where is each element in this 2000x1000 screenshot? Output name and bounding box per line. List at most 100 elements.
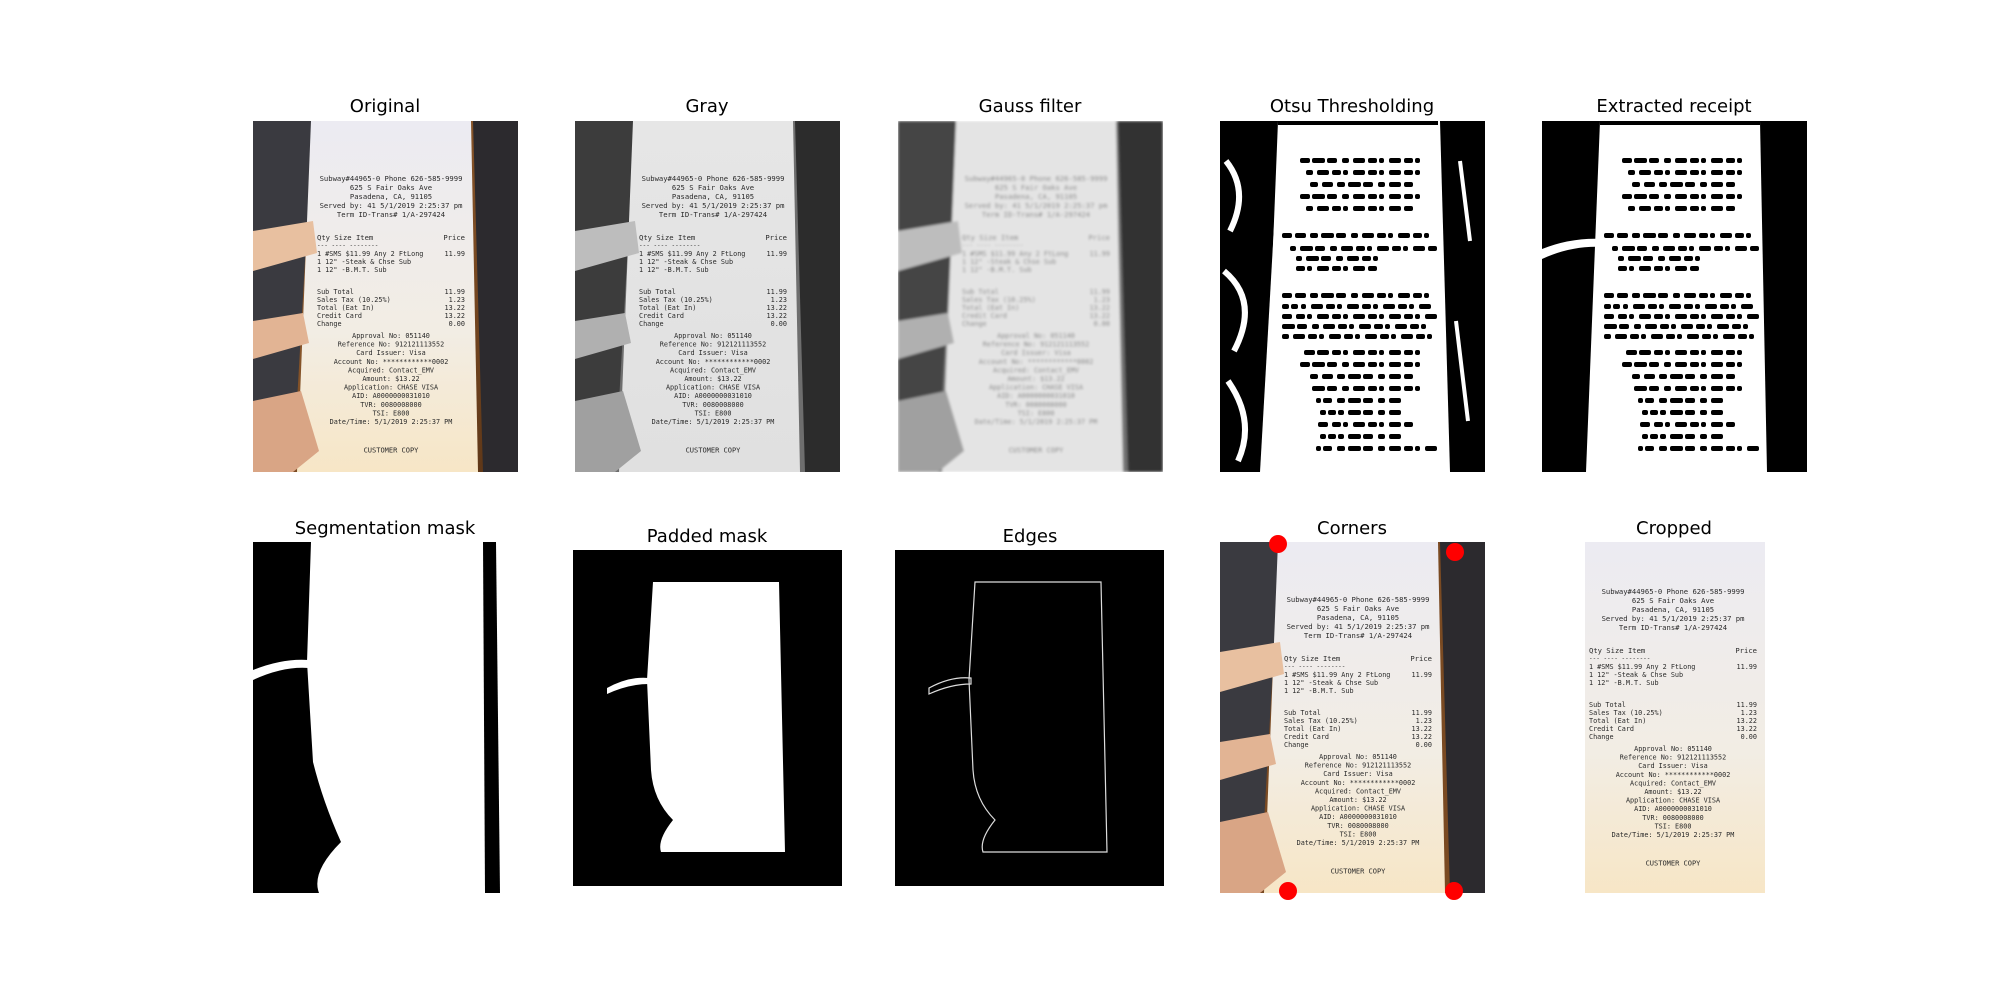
receipt-total-value: 11.99 — [445, 288, 465, 296]
text-blob — [1737, 158, 1742, 163]
receipt-total-label: Credit Card — [317, 312, 362, 320]
text-blob — [1675, 158, 1687, 163]
text-blob — [1711, 374, 1723, 379]
receipt-detail-line: Acquired: Contact_EMV — [993, 366, 1079, 374]
receipt-item: 1 #SMS $11.99 Any 2 FtLong — [317, 250, 423, 258]
text-blob — [1726, 422, 1735, 427]
text-blob — [1660, 434, 1666, 439]
text-blob — [1645, 398, 1654, 403]
text-blob — [1701, 386, 1706, 391]
receipt-total-value: 13.22 — [1737, 717, 1757, 725]
text-blob — [1317, 266, 1329, 271]
text-blob — [1701, 422, 1706, 427]
text-blob — [1389, 206, 1401, 211]
receipt-detail-line: AID: A0000000031010 — [352, 392, 430, 400]
text-blob — [1380, 334, 1389, 339]
receipt-header-line: 625 S Fair Oaks Ave — [672, 183, 754, 192]
text-blob — [1404, 206, 1413, 211]
text-blob — [1312, 158, 1325, 163]
receipt-detail-line: Application: CHASE VISA — [666, 384, 760, 392]
text-blob — [1415, 194, 1420, 199]
title-corners: Corners — [1317, 518, 1387, 539]
text-blob — [1629, 314, 1634, 319]
text-blob — [1368, 314, 1377, 319]
text-blob — [1663, 246, 1675, 251]
text-blob — [1639, 350, 1651, 355]
receipt-detail-line: Amount: $13.22 — [1644, 788, 1701, 796]
text-blob — [1347, 304, 1359, 309]
text-blob — [1633, 304, 1645, 309]
text-blob — [1312, 194, 1325, 199]
receipt-item: 1 #SMS $11.99 Any 2 FtLong — [962, 250, 1068, 258]
text-blob — [1395, 324, 1407, 329]
text-blob — [1726, 386, 1735, 391]
text-blob — [1685, 434, 1695, 439]
text-blob — [1684, 233, 1696, 238]
text-blob — [1388, 293, 1393, 298]
receipt-detail-line: Application: CHASE VISA — [1626, 797, 1720, 805]
text-blob — [1337, 304, 1342, 309]
text-blob — [1323, 446, 1332, 451]
text-blob — [1300, 246, 1313, 251]
text-blob — [1415, 386, 1420, 391]
text-blob — [1415, 446, 1420, 451]
text-blob — [1338, 434, 1344, 439]
text-blob — [1300, 362, 1310, 367]
text-blob — [1353, 350, 1365, 355]
text-blob — [1658, 256, 1665, 261]
text-blob — [1652, 246, 1659, 251]
text-blob — [1675, 362, 1687, 367]
receipt-detail-line: Account No: ************0002 — [1301, 779, 1416, 787]
title-extracted: Extracted receipt — [1596, 96, 1751, 117]
text-blob — [1377, 246, 1389, 251]
text-blob — [1634, 158, 1647, 163]
text-blob — [1323, 324, 1335, 329]
receipt-footer: CUSTOMER COPY — [1646, 860, 1702, 868]
receipt-detail-line: Reference No: 912121113552 — [1305, 762, 1411, 770]
text-blob — [1362, 304, 1371, 309]
receipt-header-line: Term ID-Trans# 1/A-297424 — [1619, 623, 1727, 632]
receipt-column-left: Qty Size Item — [639, 233, 695, 242]
receipt-detail-line: Acquired: Contact_EMV — [348, 366, 434, 374]
text-blob — [1659, 398, 1667, 403]
text-blob — [1327, 194, 1337, 199]
text-blob — [1664, 386, 1671, 391]
receipt-total-label: Credit Card — [1284, 733, 1329, 741]
text-blob — [1726, 206, 1735, 211]
text-blob — [1690, 350, 1699, 355]
receipt-total-value: 13.22 — [1412, 733, 1432, 741]
text-blob — [1379, 194, 1384, 199]
text-blob — [1658, 293, 1668, 298]
corner-marker — [1446, 543, 1464, 561]
receipt-total-value: 13.22 — [445, 304, 465, 312]
text-blob — [1306, 256, 1319, 261]
text-blob — [1639, 266, 1651, 271]
text-blob — [1665, 350, 1670, 355]
text-blob — [1356, 246, 1365, 251]
text-blob — [1685, 374, 1695, 379]
text-blob — [1604, 304, 1611, 309]
text-blob — [1326, 304, 1335, 309]
text-blob — [1296, 256, 1302, 261]
receipt-item: 1 #SMS $11.99 Any 2 FtLong — [1589, 663, 1695, 671]
receipt-total-value: 0.00 — [1741, 733, 1757, 741]
receipt-total-label: Total (Eat In) — [962, 304, 1019, 312]
receipt-detail-line: Approval No: 051140 — [674, 332, 752, 340]
receipt-total-value: 1.23 — [1094, 296, 1110, 304]
text-blob — [1363, 374, 1373, 379]
text-blob — [1711, 314, 1723, 319]
text-blob — [1622, 246, 1635, 251]
receipt-column-right: Price — [443, 233, 465, 242]
text-blob — [1363, 398, 1373, 403]
receipt-total-label: Sub Total — [962, 288, 999, 296]
receipt-item-price: 11.99 — [1737, 663, 1757, 671]
receipt-total-label: Sales Tax (10.25%) — [639, 296, 713, 304]
text-blob — [1738, 334, 1747, 339]
text-blob — [1379, 386, 1384, 391]
receipt-total-label: Change — [317, 320, 342, 328]
text-blob — [1389, 434, 1401, 439]
text-blob — [1310, 374, 1318, 379]
text-blob — [1604, 314, 1614, 319]
text-blob — [1307, 314, 1312, 319]
receipt-rule: --- ---- -------- — [1589, 655, 1650, 662]
